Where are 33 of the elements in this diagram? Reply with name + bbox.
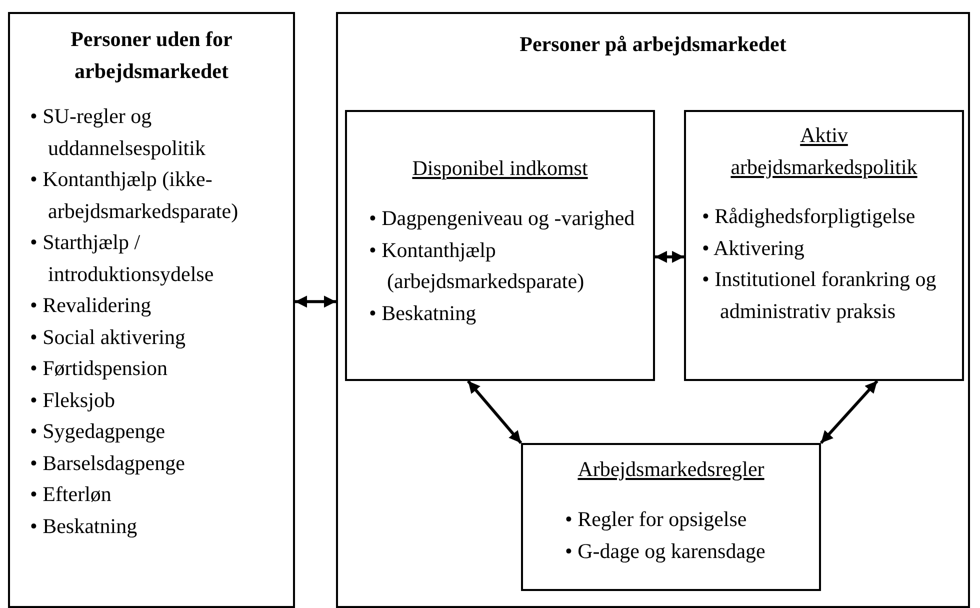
group-box bbox=[336, 12, 970, 608]
bullet-item: • Sygedagpenge bbox=[30, 418, 166, 445]
bullet-item: • Barselsdagpenge bbox=[30, 450, 186, 476]
topic-box bbox=[684, 110, 964, 381]
double-arrow bbox=[820, 380, 878, 444]
bullet-item: • Beskatning bbox=[369, 300, 478, 326]
bullet-item: • Starthjælp / introduktionsydelse bbox=[30, 229, 215, 288]
bullet-item: • Regler for opsigelse bbox=[565, 506, 748, 533]
double-arrow bbox=[466, 380, 522, 444]
double-arrow bbox=[655, 250, 684, 263]
bullet-item: • Revalidering bbox=[30, 292, 152, 319]
heading: Arbejdsmarkedsregler bbox=[576, 456, 766, 483]
bullet-item: • SU-regler og uddannelsespolitik bbox=[30, 103, 206, 162]
group-box bbox=[8, 12, 295, 608]
bullet-item: • G-dage og karensdage bbox=[565, 538, 766, 564]
bullet-item: • Efterløn bbox=[30, 481, 112, 508]
bullet-item: • Kontanthjælp (ikke-arbejdsmarkedsparate) bbox=[30, 166, 240, 224]
double-arrow bbox=[295, 296, 336, 308]
bullet-item: • Dagpengeniveau og -varighed bbox=[369, 205, 636, 232]
bullet-item: • Aktivering bbox=[702, 234, 806, 262]
bullet-item: • Beskatning bbox=[30, 512, 138, 540]
bullet-item: • Kontanthjælp (arbejdsmarkedsparate) bbox=[369, 236, 586, 295]
heading: Personer på arbejdsmarkedet bbox=[518, 31, 788, 58]
bullet-item: • Fleksjob bbox=[30, 386, 116, 414]
heading: Personer uden for arbejdsmarkedet bbox=[70, 26, 234, 85]
bullet-item: • Institutionel forankring og administrativ praksis bbox=[702, 266, 938, 324]
bullet-item: • Førtidspension bbox=[30, 355, 168, 382]
bullet-item: • Social aktivering bbox=[30, 324, 186, 350]
topic-box bbox=[345, 110, 655, 381]
heading: Disponibel indkomst bbox=[411, 155, 589, 182]
bullet-item: • Rådighedsforpligtigelse bbox=[702, 203, 916, 230]
heading: Aktiv arbejdsmarkedspolitik bbox=[730, 122, 918, 181]
topic-box bbox=[521, 443, 821, 591]
